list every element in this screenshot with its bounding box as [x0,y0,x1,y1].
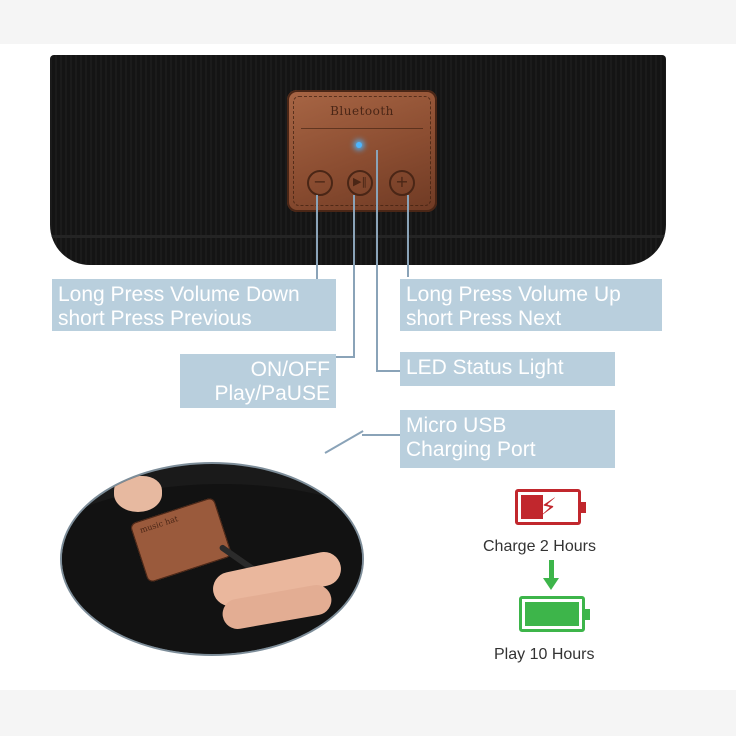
label-volume-up-line1: Long Press Volume Up [406,283,621,306]
patch-divider [301,128,423,129]
label-volume-down-line1: Long Press Volume Down [58,283,300,306]
arrow-down-icon [549,560,554,580]
play-caption: Play 10 Hours [494,646,595,663]
control-patch: Bluetooth − ▶‖ + [287,90,437,212]
label-power-line2: Play/PaUSE [214,382,330,405]
label-power-line1: ON/OFF [250,358,330,381]
label-volume-down: Long Press Volume Down short Press Previ… [52,279,336,331]
battery-terminal [585,609,590,620]
leader-power-v [353,195,355,357]
leader-power-h [336,356,355,358]
battery-full-fill [525,602,579,626]
label-volume-up: Long Press Volume Up short Press Next [400,279,662,331]
usb-detail-photo: music hat [60,462,364,656]
play-pause-icon: ▶‖ [347,170,373,196]
full-battery-icon [519,596,590,632]
charging-battery-icon: ⚡ [515,489,586,525]
headband-seam [50,235,666,238]
leader-volume-down-v [316,195,318,279]
battery-terminal [581,502,586,513]
minus-circle-icon: − [307,170,333,196]
lightning-bolt-icon: ⚡ [540,493,557,521]
label-usb-line2: Charging Port [406,438,536,461]
label-volume-down-line2: short Press Previous [58,307,252,330]
label-power: ON/OFF Play/PaUSE [180,354,336,408]
plus-circle-icon: + [389,170,415,196]
bottom-margin [0,690,736,736]
battery-charge-fill [521,495,543,519]
leader-usb-diag [324,430,364,454]
patch-brand: Bluetooth [330,104,394,118]
leader-led-h [376,370,402,372]
label-led: LED Status Light [400,352,615,386]
led-status-light [356,142,362,148]
label-led-line1: LED Status Light [406,356,564,379]
patch-stitching [293,96,431,206]
charge-caption: Charge 2 Hours [483,538,596,555]
label-usb-line1: Micro USB [406,414,507,437]
leader-usb-h [362,434,402,436]
top-margin [0,0,736,44]
arrow-down-head [543,578,559,590]
detail-thumb [114,476,162,512]
label-usb: Micro USB Charging Port [400,410,615,468]
label-volume-up-line2: short Press Next [406,307,562,330]
leader-volume-up-v [407,195,409,277]
leader-led-v [376,150,378,372]
